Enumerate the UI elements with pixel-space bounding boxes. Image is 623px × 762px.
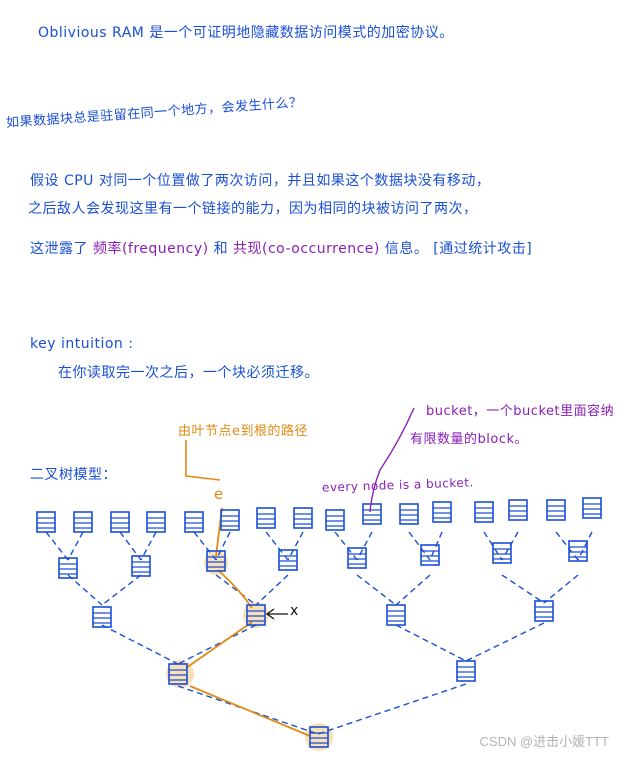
- statistical-attack-note: [通过统计攻击]: [433, 241, 533, 257]
- explanation-line-1: 假设 CPU 对同一个位置做了两次访问，并且如果这个数据块没有移动，: [30, 173, 491, 189]
- key-intuition-body: 在你读取完一次之后，一个块必须迁移。: [58, 365, 319, 381]
- bucket-note-pointer: [369, 407, 415, 513]
- explanation-line-3: 这泄露了 频率(frequency) 和 共现(co-occurrence) 信…: [30, 238, 532, 258]
- co-occurrence-term: 共现(co-occurrence): [233, 241, 380, 257]
- bucket-note-line-1: bucket，一个bucket里面容纳: [426, 404, 615, 419]
- watermark: CSDN @进击小媛TTT: [479, 734, 609, 749]
- and-word: 和: [213, 241, 229, 257]
- info-word: 信息。: [384, 241, 429, 257]
- x-arrow: [265, 608, 288, 620]
- tree-edges: [45, 531, 593, 735]
- tree-model-label: 二叉树模型：: [30, 467, 117, 483]
- ORAM-definition: Oblivious RAM 是一个可证明地隐藏数据访问模式的加密协议。: [38, 25, 454, 41]
- level-3-buckets: [168, 660, 476, 685]
- path-label: 由叶节点e到根的路径: [178, 424, 308, 439]
- level-2-buckets: [92, 600, 554, 628]
- explanation-line-2: 之后敌人会发现这里有一个链接的能力，因为相同的块被访问了两次，: [28, 201, 478, 217]
- path-highlights: [166, 551, 333, 751]
- level-1-buckets: [58, 540, 588, 579]
- path-label-bracket: [185, 440, 221, 481]
- key-intuition-title: key intuition :: [30, 336, 134, 352]
- frequency-term: 频率(frequency): [92, 241, 209, 257]
- bucket-note-line-2: 有限数量的block。: [410, 432, 528, 447]
- leaf-buckets: [36, 497, 602, 533]
- leaf-e-label: e: [214, 485, 224, 503]
- x-label: x: [290, 603, 299, 619]
- leak-prefix: 这泄露了: [30, 241, 88, 257]
